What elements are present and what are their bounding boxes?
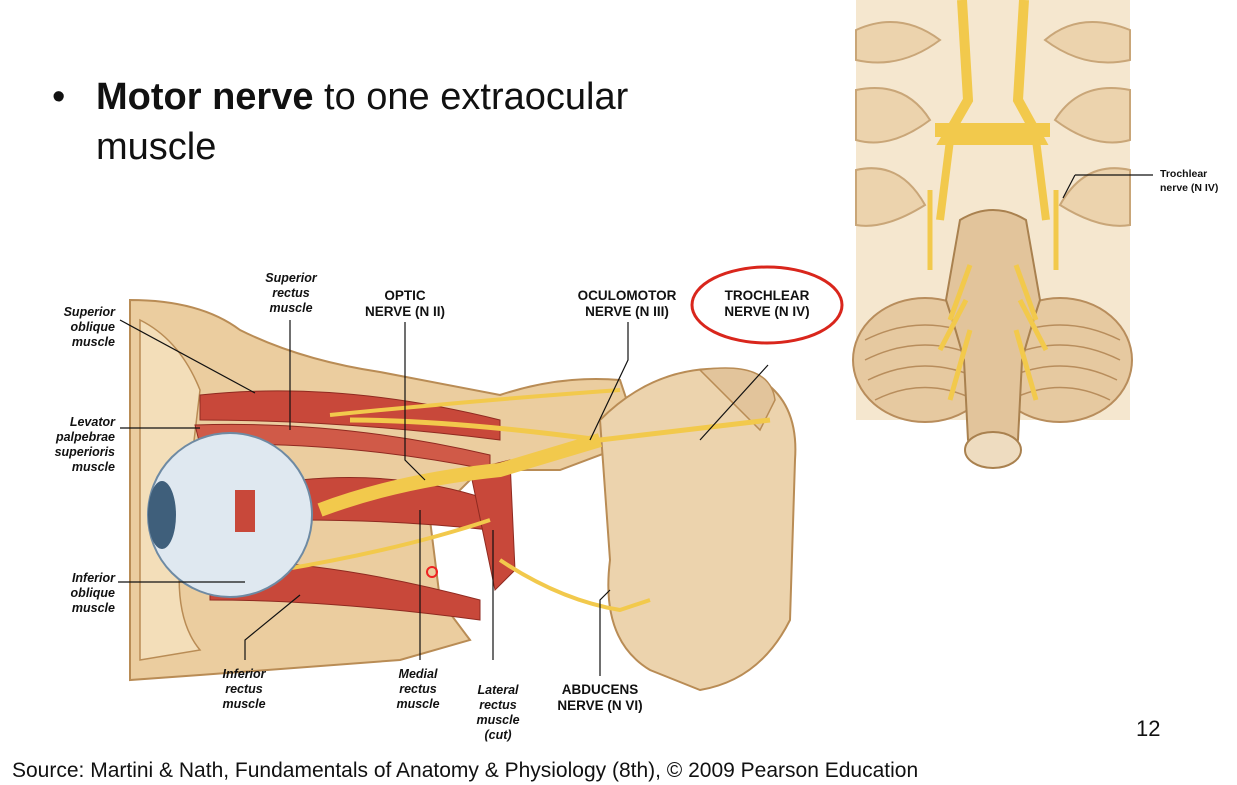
source-citation: Source: Martini & Nath, Fundamentals of …: [12, 759, 918, 783]
trochlear-nerve-label-1: TROCHLEAR: [725, 288, 810, 303]
page-number: 12: [1136, 716, 1160, 742]
inferior-oblique-label-3: muscle: [72, 601, 115, 615]
levator-label-1: Levator: [70, 415, 116, 429]
medial-rectus-label-1: Medial: [399, 667, 438, 681]
optic-nerve-label-1: OPTIC: [384, 288, 426, 303]
medial-rectus-label-3: muscle: [396, 697, 439, 711]
lateral-rectus-label-4: (cut): [484, 728, 511, 742]
superior-oblique-label-3: muscle: [72, 335, 115, 349]
superior-rectus-label-1: Superior: [265, 271, 318, 285]
oculomotor-nerve-label-2: NERVE (N III): [585, 304, 669, 319]
inferior-rectus-label-3: muscle: [222, 697, 265, 711]
abducens-nerve-label-2: NERVE (N VI): [557, 698, 642, 713]
lateral-rectus-label-3: muscle: [476, 713, 519, 727]
inferior-oblique-label-1: Inferior: [72, 571, 116, 585]
levator-label-4: muscle: [72, 460, 115, 474]
superior-oblique-label-2: oblique: [71, 320, 115, 334]
optic-nerve-label-2: NERVE (N II): [365, 304, 445, 319]
inferior-rectus-label-1: Inferior: [222, 667, 266, 681]
medial-rectus-label-2: rectus: [399, 682, 437, 696]
oculomotor-nerve-label-1: OCULOMOTOR: [578, 288, 677, 303]
inferior-rectus-label-2: rectus: [225, 682, 263, 696]
superior-oblique-label-1: Superior: [64, 305, 117, 319]
abducens-nerve-label-1: ABDUCENS: [562, 682, 639, 697]
levator-label-2: palpebrae: [55, 430, 115, 444]
lateral-rectus-label-2: rectus: [479, 698, 517, 712]
inferior-oblique-label-2: oblique: [71, 586, 115, 600]
lateral-rectus-label-1: Lateral: [478, 683, 520, 697]
superior-rectus-label-2: rectus: [272, 286, 310, 300]
trochlear-nerve-label-2: NERVE (N IV): [724, 304, 809, 319]
superior-rectus-label-3: muscle: [269, 301, 312, 315]
levator-label-3: superioris: [55, 445, 115, 459]
